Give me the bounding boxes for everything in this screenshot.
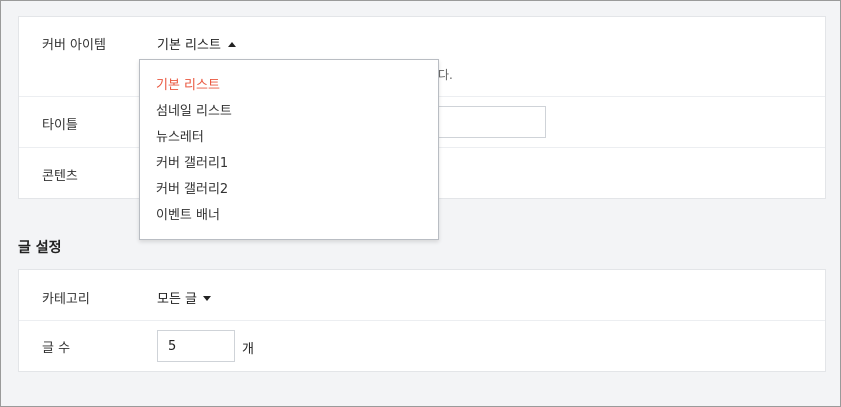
category-row: 카테고리 모든 글: [19, 270, 825, 321]
post-settings-heading: 글 설정: [18, 240, 62, 256]
cover-item-selected-value: 기본 리스트: [157, 38, 221, 53]
dropdown-option-cover-gallery-2[interactable]: 커버 갤러리2: [156, 182, 229, 197]
dropdown-option-cover-gallery-1[interactable]: 커버 갤러리1: [156, 156, 229, 171]
cover-item-description: 다.: [438, 68, 453, 82]
category-label: 카테고리: [42, 292, 90, 307]
caret-down-icon: [203, 296, 212, 301]
category-select[interactable]: 모든 글: [157, 288, 212, 307]
caret-up-icon: [227, 42, 236, 47]
post-count-row: 글 수 개: [19, 321, 825, 371]
cover-item-select[interactable]: 기본 리스트: [157, 34, 236, 53]
dropdown-option-event-banner[interactable]: 이벤트 배너: [156, 208, 220, 223]
category-selected-value: 모든 글: [157, 292, 198, 307]
dropdown-option-basic-list[interactable]: 기본 리스트: [156, 78, 220, 93]
cover-item-label: 커버 아이템: [42, 38, 106, 53]
title-label: 타이틀: [42, 118, 78, 133]
post-count-label: 글 수: [42, 341, 71, 356]
content-row: 콘텐츠: [19, 148, 825, 198]
dropdown-option-newsletter[interactable]: 뉴스레터: [156, 130, 204, 145]
content-label: 콘텐츠: [42, 169, 78, 184]
cover-item-dropdown: 기본 리스트 섬네일 리스트 뉴스레터 커버 갤러리1 커버 갤러리2 이벤트 …: [139, 59, 439, 240]
post-count-unit: 개: [242, 342, 254, 357]
dropdown-option-thumbnail-list[interactable]: 섬네일 리스트: [156, 104, 232, 119]
post-count-input[interactable]: [157, 330, 235, 362]
title-input[interactable]: [433, 106, 546, 138]
post-settings-panel: 카테고리 모든 글 글 수 개: [18, 269, 826, 372]
